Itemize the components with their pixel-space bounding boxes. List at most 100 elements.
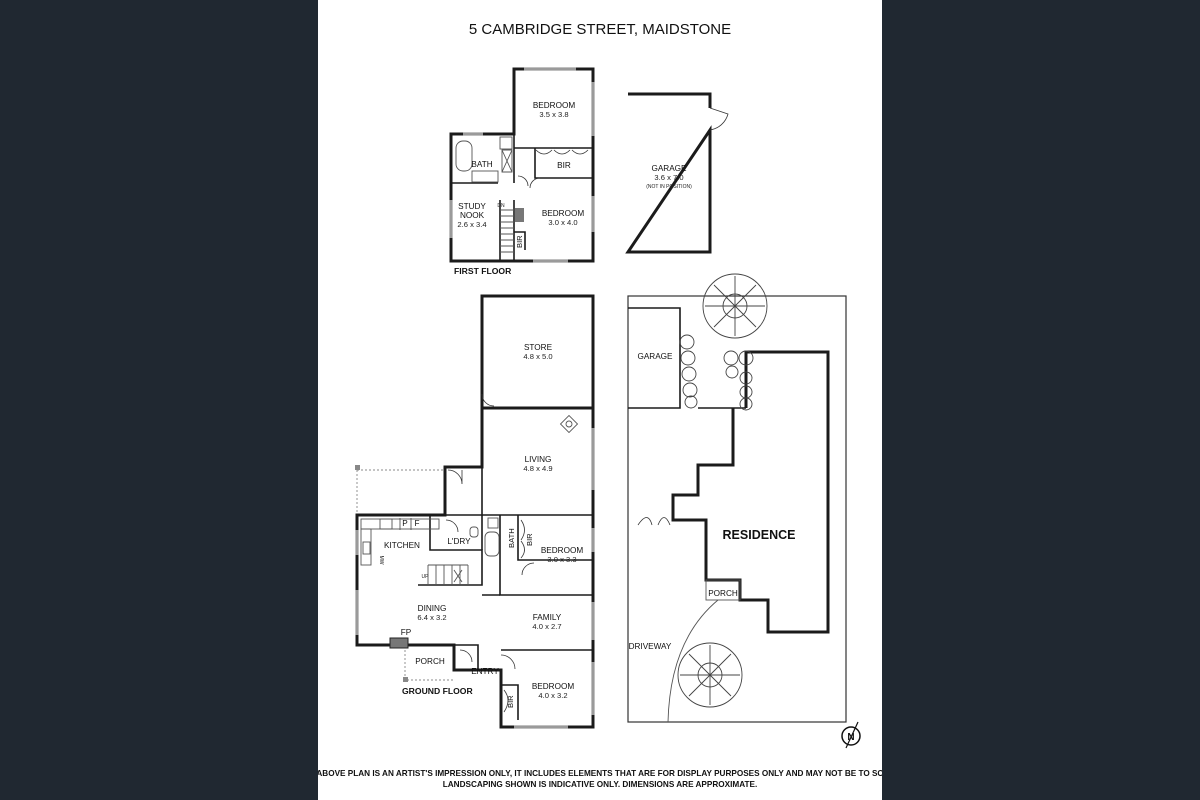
ground-floor-plan: STORE 4.8 x 5.0 LIVING 4.8 x 4.9 KITCHEN… [355, 294, 595, 729]
room-label-bedroom: BEDROOM [533, 101, 575, 110]
first-floor-plan: BEDROOM 3.5 x 3.8 BATH BIR STUDY NOOK 2.… [449, 67, 595, 276]
room-label-store: STORE [524, 343, 553, 352]
garage-wall [625, 92, 712, 254]
room-dims: 4.0 x 3.2 [538, 691, 567, 700]
fireplace [389, 637, 409, 649]
room-dims: 4.8 x 5.0 [523, 352, 552, 361]
room-dims: 3.0 x 4.0 [548, 218, 577, 227]
room-label-kitchen: KITCHEN [384, 541, 420, 550]
disclaimer-line-1: THE ABOVE PLAN IS AN ARTIST'S IMPRESSION… [318, 769, 882, 778]
stair-direction-label: UP [422, 574, 430, 580]
room-dims: 3.5 x 3.8 [539, 110, 568, 119]
door-swing [500, 654, 516, 670]
room-dims: 4.0 x 2.7 [532, 622, 561, 631]
residence-label: RESIDENCE [723, 528, 796, 542]
driveway-label: DRIVEWAY [629, 642, 672, 651]
door-swing [447, 469, 463, 485]
room-dims: 3.0 x 3.3 [547, 555, 576, 564]
door-swing [459, 649, 473, 663]
room-label-bir: BIR [515, 235, 524, 248]
room-dims: 2.6 x 3.4 [457, 220, 486, 229]
toilet [499, 136, 513, 150]
room-label-laundry: L'DRY [447, 537, 471, 546]
ground-floor-label: GROUND FLOOR [402, 686, 473, 696]
floor-plan-sheet: 5 CAMBRIDGE STREET, MAIDSTONE BEDROOM [318, 0, 882, 800]
pantry-label: P [402, 519, 408, 528]
robe-doors [503, 689, 509, 713]
site-garage-outline [628, 307, 681, 409]
room-dims: 4.8 x 4.9 [523, 464, 552, 473]
room-label-study: STUDY [458, 202, 486, 211]
bathtub [455, 140, 473, 172]
room-label-porch: PORCH [415, 657, 445, 666]
interior-wall [445, 467, 483, 516]
tree-icon [677, 642, 743, 708]
garage-label: GARAGE [651, 164, 687, 173]
door-swing [517, 175, 529, 187]
sink [362, 541, 371, 555]
site-boundary [627, 295, 847, 723]
site-porch [705, 579, 741, 601]
first-floor-wall [534, 148, 593, 179]
site-porch-label: PORCH [708, 589, 738, 598]
garage-outbuilding-plan: GARAGE 3.6 x 7.0 (NOT IN POSITION) [625, 92, 729, 254]
tree-icon [702, 273, 768, 339]
room-label-living: LIVING [525, 455, 552, 464]
cooktop [379, 518, 393, 530]
room-label-bedroom: BEDROOM [541, 546, 583, 555]
stairs [500, 209, 514, 253]
room-label-bedroom: BEDROOM [532, 682, 574, 691]
interior-wall [499, 515, 593, 561]
north-arrow-icon: N [841, 721, 861, 749]
site-garage-label: GARAGE [637, 352, 673, 361]
first-floor-label: FIRST FLOOR [454, 266, 512, 276]
floor-plan-drawing: 5 CAMBRIDGE STREET, MAIDSTONE BEDROOM [318, 21, 882, 789]
fireplace-label: FP [401, 628, 412, 637]
interior-wall [418, 549, 483, 586]
door-swing [481, 393, 495, 407]
door-swing [445, 519, 459, 533]
fridge-label: F [414, 519, 419, 528]
room-label-entry: ENTRY [471, 667, 499, 676]
shower [501, 149, 513, 173]
post [403, 677, 408, 682]
room-label-dining: DINING [418, 604, 447, 613]
site-gate [637, 517, 671, 526]
plan-title: 5 CAMBRIDGE STREET, MAIDSTONE [469, 21, 731, 38]
room-label-nook: NOOK [460, 211, 485, 220]
stairs [427, 564, 469, 585]
door-swing [529, 177, 541, 189]
disclaimer-line-2: LANDSCAPING SHOWN IS INDICATIVE ONLY. DI… [443, 780, 757, 789]
site-plan: GARAGE RESIDENCE PORCH DRIVEWAY N [627, 273, 861, 749]
room-label-bir: BIR [506, 695, 515, 708]
shrub-icon [723, 350, 754, 411]
room-label-family: FAMILY [533, 613, 562, 622]
robe-doors [520, 519, 525, 559]
deck-outline [356, 469, 446, 515]
stair-newel [515, 208, 524, 222]
interior-wall [429, 515, 445, 551]
stairs [453, 569, 463, 583]
room-label-bedroom: BEDROOM [542, 209, 584, 218]
interior-wall [501, 684, 519, 720]
room-dims: 6.4 x 3.2 [417, 613, 446, 622]
room-label-bath: BATH [507, 528, 516, 548]
interior-wall [499, 560, 593, 596]
stair-direction-label: DN [497, 203, 505, 209]
vanity [471, 170, 499, 183]
door-swing [521, 562, 535, 576]
north-label: N [847, 732, 854, 743]
driveway-curve [667, 599, 719, 723]
basin [487, 517, 499, 529]
microwave-label: MW [378, 556, 384, 565]
garage-door [709, 107, 729, 131]
garage-dims: 3.6 x 7.0 [654, 173, 683, 182]
kitchen-bench [360, 528, 372, 566]
interior-wall [454, 644, 479, 670]
toilet [469, 526, 479, 538]
bathtub [484, 531, 500, 557]
room-label-bir: BIR [525, 533, 534, 546]
ground-floor-outer-wall [355, 408, 595, 729]
heater [559, 414, 579, 434]
room-label-bath: BATH [471, 160, 492, 169]
